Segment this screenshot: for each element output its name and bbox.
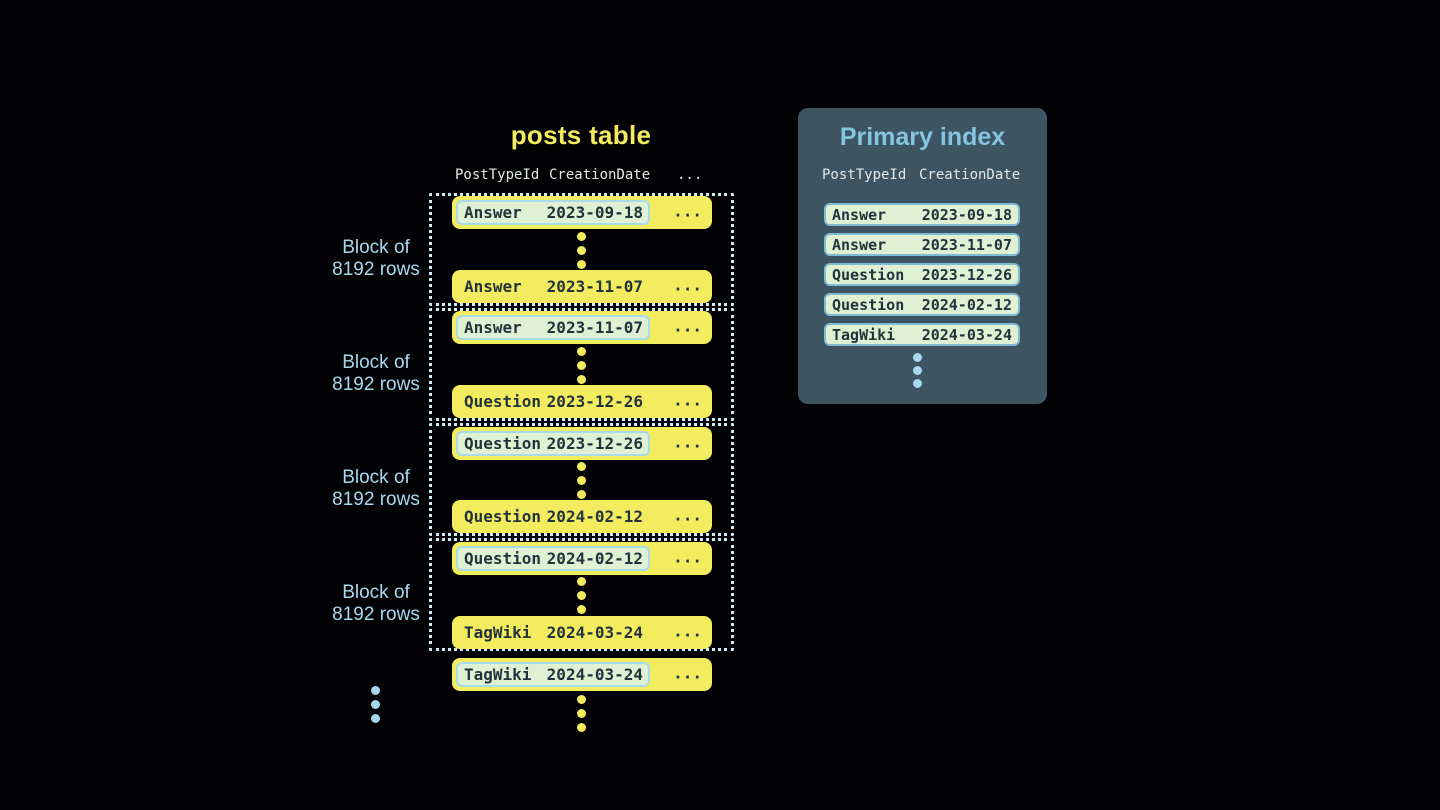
row-date-cell: 2023-12-26 — [546, 392, 643, 411]
table-row: TagWiki 2024-03-24 ... — [452, 658, 712, 691]
granule-first-row-highlight: TagWiki 2024-03-24 — [456, 662, 650, 687]
row-more-cell: ... — [673, 316, 702, 336]
block-label-line2: 8192 rows — [332, 604, 420, 625]
granule-first-row-highlight: Question 2024-02-12 — [456, 546, 650, 571]
row-date-cell: 2023-11-07 — [921, 235, 1012, 254]
rows-ellipsis-dots — [577, 347, 586, 384]
block-label-line2: 8192 rows — [332, 374, 420, 395]
row-fields: TagWiki 2024-03-24 — [456, 620, 650, 645]
row-type-cell: TagWiki — [464, 623, 532, 642]
granule-first-row-highlight: Answer 2023-11-07 — [456, 315, 650, 340]
row-date-cell: 2024-03-24 — [546, 623, 643, 642]
block-label-2: Block of 8192 rows — [296, 352, 456, 396]
posts-column-header-posttypeid: PostTypeId — [455, 167, 540, 183]
row-date-cell: 2023-11-07 — [546, 277, 643, 296]
row-type-cell: Question — [464, 392, 542, 411]
row-date-cell: 2024-03-24 — [546, 665, 643, 684]
table-row: Answer 2023-11-07 ... — [452, 311, 712, 344]
index-row: Answer 2023-11-07 — [824, 233, 1020, 256]
table-row: Question 2023-12-26 ... — [452, 385, 712, 418]
block-label-1: Block of 8192 rows — [296, 237, 456, 281]
row-more-cell: ... — [673, 201, 702, 221]
posts-table-title: posts table — [510, 120, 652, 150]
row-type-cell: Answer — [464, 203, 522, 222]
rows-ellipsis-dots — [577, 577, 586, 614]
row-fields: Question 2024-02-12 — [456, 504, 650, 529]
granule-first-row-highlight: Answer 2023-09-18 — [456, 200, 650, 225]
block-outline-3 — [429, 423, 734, 536]
granule-first-row-highlight: Question 2023-12-26 — [456, 431, 650, 456]
row-date-cell: 2023-12-26 — [921, 265, 1012, 284]
row-more-cell: ... — [673, 275, 702, 295]
index-more-rows-ellipsis-dots — [913, 353, 922, 388]
block-label-4: Block of 8192 rows — [296, 582, 456, 626]
rows-ellipsis-dots — [577, 695, 586, 732]
more-blocks-ellipsis-dots — [371, 686, 380, 723]
row-date-cell: 2023-11-07 — [546, 318, 643, 337]
row-type-cell: Answer — [832, 205, 887, 224]
primary-index-panel: Primary index PostTypeId CreationDate An… — [798, 108, 1047, 404]
posts-column-header-creationdate: CreationDate — [549, 167, 651, 183]
primary-index-title: Primary index — [839, 123, 1006, 151]
row-type-cell: Question — [832, 265, 905, 284]
block-label-line1: Block of — [342, 582, 410, 603]
rows-ellipsis-dots — [577, 232, 586, 269]
row-date-cell: 2024-02-12 — [921, 295, 1012, 314]
block-label-line2: 8192 rows — [332, 259, 420, 280]
row-type-cell: Answer — [464, 277, 522, 296]
row-type-cell: TagWiki — [464, 665, 532, 684]
row-more-cell: ... — [673, 663, 702, 683]
index-row: Answer 2023-09-18 — [824, 203, 1020, 226]
row-type-cell: Answer — [832, 235, 887, 254]
row-date-cell: 2023-12-26 — [546, 434, 643, 453]
row-more-cell: ... — [673, 390, 702, 410]
table-row: Question 2024-02-12 ... — [452, 500, 712, 533]
block-label-line1: Block of — [342, 352, 410, 373]
table-row: Question 2024-02-12 ... — [452, 542, 712, 575]
index-row: TagWiki 2024-03-24 — [824, 323, 1020, 346]
row-date-cell: 2023-09-18 — [546, 203, 643, 222]
index-row: Question 2024-02-12 — [824, 293, 1020, 316]
row-type-cell: Question — [464, 507, 542, 526]
row-type-cell: Answer — [464, 318, 522, 337]
row-type-cell: Question — [464, 549, 542, 568]
row-date-cell: 2024-02-12 — [546, 507, 643, 526]
row-type-cell: Question — [464, 434, 542, 453]
table-row: Question 2023-12-26 ... — [452, 427, 712, 460]
table-row: TagWiki 2024-03-24 ... — [452, 616, 712, 649]
rows-ellipsis-dots — [577, 462, 586, 499]
row-date-cell: 2023-09-18 — [921, 205, 1012, 224]
row-type-cell: Question — [832, 295, 905, 314]
table-row: Answer 2023-11-07 ... — [452, 270, 712, 303]
row-fields: Answer 2023-11-07 — [456, 274, 650, 299]
index-column-header-posttypeid: PostTypeId — [822, 167, 907, 183]
row-more-cell: ... — [673, 547, 702, 567]
row-more-cell: ... — [673, 621, 702, 641]
block-outline-1 — [429, 193, 734, 306]
row-fields: Question 2023-12-26 — [456, 389, 650, 414]
index-column-header-creationdate: CreationDate — [919, 167, 1021, 183]
row-date-cell: 2024-03-24 — [921, 325, 1012, 344]
row-date-cell: 2024-02-12 — [546, 549, 643, 568]
block-label-line2: 8192 rows — [332, 489, 420, 510]
block-outline-2 — [429, 308, 734, 421]
block-label-3: Block of 8192 rows — [296, 467, 456, 511]
table-row: Answer 2023-09-18 ... — [452, 196, 712, 229]
index-row: Question 2023-12-26 — [824, 263, 1020, 286]
block-outline-4 — [429, 538, 734, 651]
block-label-line1: Block of — [342, 467, 410, 488]
row-more-cell: ... — [673, 432, 702, 452]
row-type-cell: TagWiki — [832, 325, 896, 344]
row-more-cell: ... — [673, 505, 702, 525]
block-label-line1: Block of — [342, 237, 410, 258]
posts-column-header-more: ... — [677, 167, 703, 183]
